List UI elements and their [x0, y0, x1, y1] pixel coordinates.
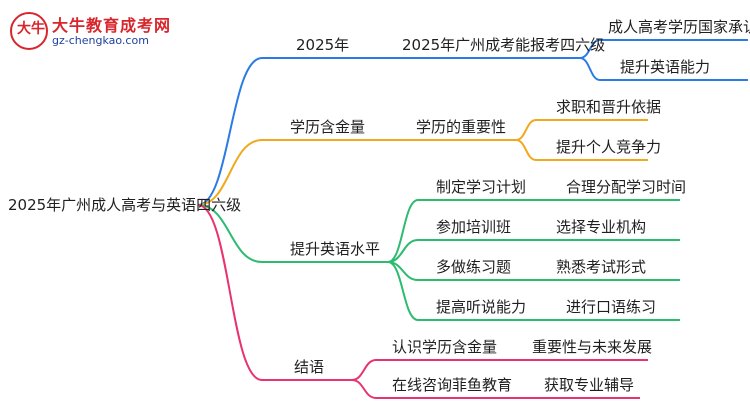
branch-conclusion: 结语: [294, 358, 325, 376]
branch-improve-english: 提升英语水平: [290, 240, 381, 258]
connector-english-node-3: [387, 261, 419, 321]
logo-mark-text: 大牛: [17, 21, 45, 37]
root-topic: 2025年广州成人高考与英语四六级: [8, 196, 242, 214]
logo-emblem-icon: 大牛: [10, 12, 48, 50]
connector-root-conclusion: [197, 204, 263, 381]
node-practice-questions: 多做练习题: [436, 258, 512, 276]
leaf-job-promotion: 求职和晋升依据: [556, 98, 662, 116]
logo-url: gz-chengkao.com: [52, 34, 149, 47]
leaf-oral-practice: 进行口语练习: [566, 298, 657, 316]
connector-root-2025: [197, 57, 263, 206]
connector-english-node-0: [387, 199, 419, 263]
leaf-exam-format: 熟悉考试形式: [556, 258, 647, 276]
connector-root-degree: [197, 139, 263, 206]
node-recognize-value: 认识学历含金量: [392, 338, 498, 356]
leaf-importance-future: 重要性与未来发展: [532, 338, 653, 356]
node-online-consult: 在线咨询菲鱼教育: [392, 376, 513, 394]
connector-conclusion-node1: [351, 359, 377, 381]
leaf-degree-recognized: 成人高考学历国家承认: [608, 18, 750, 36]
connector-root-english: [197, 204, 263, 263]
node-listening-speaking: 提高听说能力: [436, 298, 527, 316]
branch-2025: 2025年: [296, 36, 350, 54]
connector-degree-leaf2: [515, 139, 537, 161]
leaf-choose-institution: 选择专业机构: [556, 218, 647, 236]
leaf-improve-english: 提升英语能力: [620, 58, 711, 76]
connector-degree-leaf1: [515, 119, 537, 141]
logo-title: 大牛教育成考网: [52, 16, 172, 35]
branch-degree-value: 学历含金量: [290, 118, 366, 136]
connector-2025-leaf2: [579, 57, 601, 81]
node-2025-can-apply: 2025年广州成考能报考四六级: [402, 36, 606, 54]
connector-conclusion-node2: [351, 379, 377, 399]
node-training-class: 参加培训班: [436, 218, 512, 236]
node-degree-importance: 学历的重要性: [416, 118, 507, 136]
node-study-plan: 制定学习计划: [436, 178, 527, 196]
site-logo[interactable]: 大牛 大牛教育成考网 gz-chengkao.com: [6, 10, 176, 54]
leaf-professional-tutoring: 获取专业辅导: [544, 376, 635, 394]
leaf-time-allocation: 合理分配学习时间: [566, 178, 687, 196]
leaf-competitiveness: 提升个人竞争力: [556, 138, 662, 156]
